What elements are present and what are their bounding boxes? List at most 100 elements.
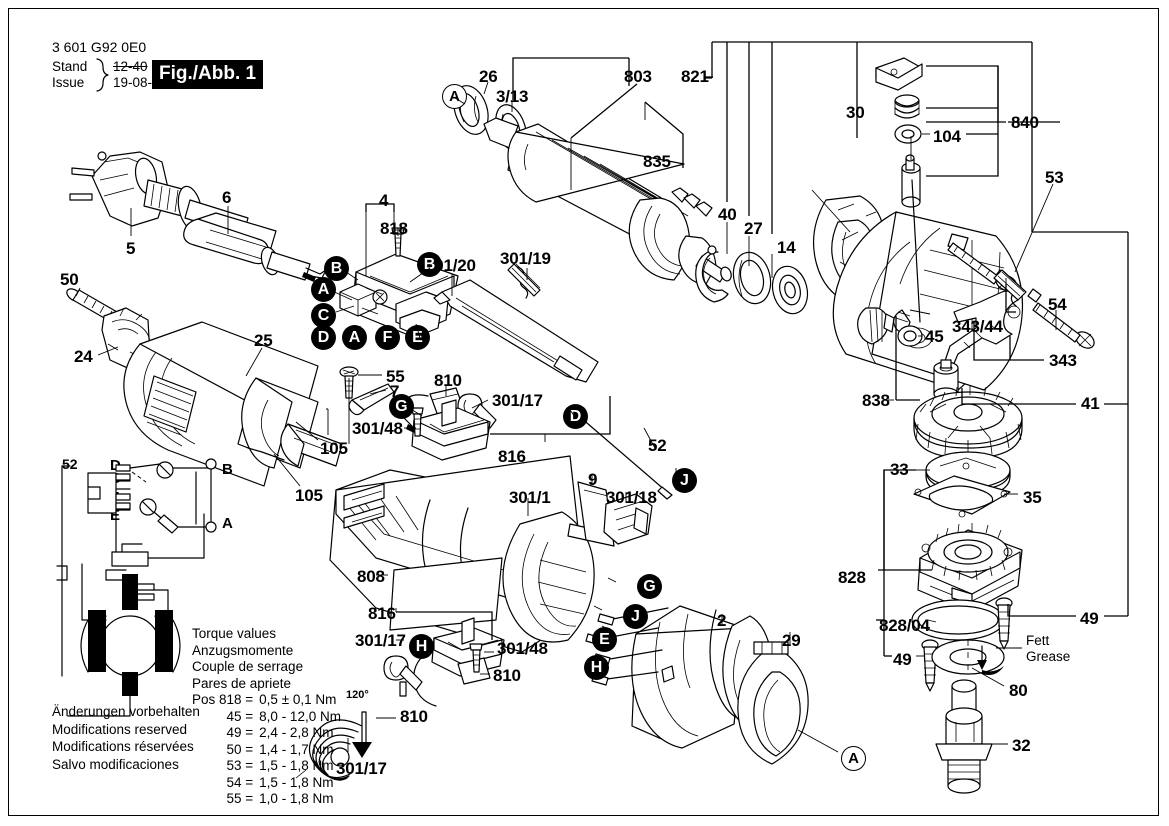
part-callout-53: 53 <box>1045 168 1064 187</box>
wiring-lead-b: B <box>222 461 233 478</box>
torque-row: 54 = 1,5 - 1,8 Nm <box>192 775 341 792</box>
part-callout-343-44: 343/44 <box>952 317 1003 336</box>
torque-values-block: Torque values Anzugsmomente Couple de se… <box>192 626 341 808</box>
connection-marker-h: H <box>409 634 434 659</box>
torque-title-3: Pares de apriete <box>192 675 292 691</box>
part-callout-301-1: 301/1 <box>509 488 551 507</box>
connection-marker-e: E <box>592 627 617 652</box>
wiring-terminal-e: E <box>110 507 121 524</box>
part-callout-6: 6 <box>222 188 232 207</box>
part-callout-50: 50 <box>60 270 79 289</box>
connection-marker-e: E <box>405 325 430 350</box>
torque-pos: Pos 818 = <box>192 692 254 707</box>
part-callout-35: 35 <box>1023 488 1042 507</box>
figure-label: Fig./Abb. 1 <box>152 60 264 89</box>
part-callout-2: 2 <box>717 611 727 630</box>
torque-title-0: Torque values <box>192 626 277 641</box>
torque-row: Pos 818 = 0,5 ± 0,1 Nm <box>192 692 341 709</box>
torque-pos: 50 = <box>226 741 254 757</box>
connection-marker-h: H <box>584 655 609 680</box>
part-callout-816: 816 <box>368 604 396 623</box>
wiring-motor-symbol: M <box>120 632 141 660</box>
part-callout-840: 840 <box>1011 113 1039 132</box>
torque-pos: 55 = <box>226 791 254 806</box>
spring-angle-label: 120° <box>346 689 369 701</box>
part-callout-818: 818 <box>380 219 408 238</box>
part-callout-301-17: 301/17 <box>492 391 543 410</box>
torque-pos: 49 = <box>226 725 254 740</box>
part-callout-343: 343 <box>1049 351 1077 370</box>
part-callout-25: 25 <box>254 331 273 350</box>
part-callout-803: 803 <box>624 67 652 86</box>
connection-marker-j: J <box>672 468 697 493</box>
part-callout-49: 49 <box>893 650 912 669</box>
part-callout-104: 104 <box>933 127 961 146</box>
part-callout-808: 808 <box>357 567 385 586</box>
part-callout-5: 5 <box>126 239 136 258</box>
part-callout-301-17: 301/17 <box>336 759 387 778</box>
connection-marker-g: G <box>389 394 414 419</box>
torque-value: 2,4 - 2,8 Nm <box>259 725 334 740</box>
part-callout-7: 7 <box>390 382 400 401</box>
part-callout-4: 4 <box>379 191 389 210</box>
part-callout-301-17: 301/17 <box>355 631 406 650</box>
part-callout-301-19: 301/19 <box>500 249 551 268</box>
part-callout-828: 828 <box>838 568 866 587</box>
part-callout-301-18: 301/18 <box>606 488 657 507</box>
connection-marker-a: A <box>442 84 467 109</box>
connection-marker-a: A <box>841 746 866 771</box>
torque-row: 50 = 1,4 - 1,7 Nm <box>192 742 341 759</box>
torque-title-1: Anzugsmomente <box>192 642 294 658</box>
modifications-block: Änderungen vorbehalten Modifications res… <box>52 703 200 773</box>
header-stand-label: Stand <box>52 59 88 74</box>
part-callout-105: 105 <box>320 439 348 458</box>
header-stand-value: 12-40 <box>113 59 148 74</box>
torque-pos: 54 = <box>226 774 254 790</box>
part-callout-301-48: 301/48 <box>352 419 403 438</box>
torque-title-2: Couple de serrage <box>192 659 304 674</box>
part-callout-45: 45 <box>925 327 944 346</box>
part-callout-80: 80 <box>1009 681 1028 700</box>
modifications-line-es: Salvo modificaciones <box>52 756 179 772</box>
modifications-line-fr: Modifications réservées <box>52 739 194 754</box>
torque-pos: 45 = <box>226 708 254 724</box>
part-callout-24: 24 <box>74 347 93 366</box>
part-callout-821: 821 <box>681 67 709 86</box>
part-callout-26: 26 <box>479 67 498 86</box>
wiring-lead-a: A <box>222 515 233 532</box>
connection-marker-f: F <box>375 325 400 350</box>
torque-value: 0,5 ± 0,1 Nm <box>259 692 337 707</box>
header-part-number: 3 601 G92 0E0 <box>52 39 147 55</box>
part-callout-105: 105 <box>295 486 323 505</box>
torque-value: 1,4 - 1,7 Nm <box>259 741 334 757</box>
connection-marker-a: A <box>311 277 336 302</box>
torque-row: 45 = 8,0 - 12,0 Nm <box>192 709 341 726</box>
grease-label-de: Fett <box>1026 633 1050 648</box>
part-callout-54: 54 <box>1048 295 1067 314</box>
wiring-label-52: 52 <box>62 456 78 472</box>
part-callout-816: 816 <box>498 447 526 466</box>
wiring-terminal-c: C <box>110 470 121 487</box>
part-callout-40: 40 <box>718 205 737 224</box>
part-callout-810: 810 <box>434 371 462 390</box>
grease-label-en: Grease <box>1026 649 1071 664</box>
part-callout-41: 41 <box>1081 394 1100 413</box>
torque-value: 1,0 - 1,8 Nm <box>259 791 334 806</box>
connection-marker-j: J <box>623 604 648 629</box>
modifications-line-en: Modifications reserved <box>52 721 188 737</box>
part-callout-32: 32 <box>1012 736 1031 755</box>
part-callout-14: 14 <box>777 238 796 257</box>
part-callout-828-04: 828/04 <box>879 616 930 635</box>
torque-value: 1,5 - 1,8 Nm <box>259 758 334 773</box>
connection-marker-d: D <box>563 404 588 429</box>
part-callout-838: 838 <box>862 391 890 410</box>
part-callout-9: 9 <box>588 470 598 489</box>
part-callout-49: 49 <box>1080 609 1099 628</box>
part-callout-33: 33 <box>890 460 909 479</box>
part-callout-30: 30 <box>846 103 865 122</box>
sheet-border <box>8 8 1159 816</box>
torque-row: 49 = 2,4 - 2,8 Nm <box>192 725 341 742</box>
torque-row: 55 = 1,0 - 1,8 Nm <box>192 791 341 808</box>
part-callout-301-48: 301/48 <box>497 639 548 658</box>
